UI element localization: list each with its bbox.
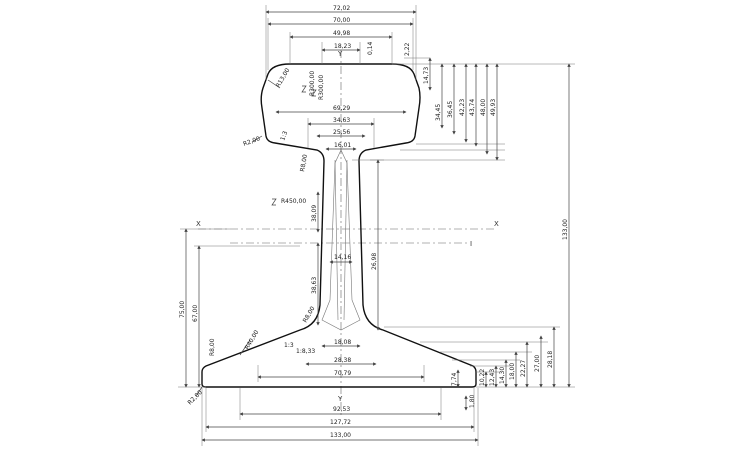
dim-10-22: 10,22	[479, 369, 486, 386]
callout-slope-head: 1:3	[279, 130, 289, 142]
dim-43-74: 43,74	[469, 99, 476, 116]
callout-slope-foot-b: 1:8,33	[296, 348, 315, 355]
dim-18-00: 18,00	[509, 363, 516, 380]
dim-0-14: 0,14	[367, 41, 374, 55]
callout-r2-head: R2,00	[242, 135, 261, 148]
dim-14-73: 14,73	[423, 67, 430, 84]
dim-133-00: 133,00	[562, 219, 569, 240]
dim-75-00: 75,00	[179, 301, 186, 318]
dim-14-30: 14,30	[499, 367, 506, 384]
callout-r2-foot: R2,00	[186, 389, 203, 406]
axis-label-y-bottom: Y	[337, 395, 343, 403]
dim-70-79: 70,79	[334, 370, 351, 377]
dim-25-56: 25,56	[333, 129, 350, 136]
rail-profile-path	[201, 63, 477, 388]
dim-42-23: 42,23	[459, 99, 466, 116]
web-inner-contour	[321, 149, 361, 331]
dim-69-29: 69,29	[333, 105, 350, 112]
foot-height-dimensions: 7,74 1,80 10,22 12,43 14,30 18,00 22,27 …	[384, 326, 560, 411]
dim-27-00: 27,00	[534, 355, 541, 372]
dim-14-16: 14,16	[334, 254, 351, 261]
axis-label-i: I	[470, 240, 472, 248]
top-width-dimensions: 72,02 70,00 49,98 18,23 0,14 2,22	[265, 5, 430, 80]
dim-1-80: 1,80	[469, 394, 476, 408]
dim-16-01: 16,01	[334, 142, 351, 149]
dim-28-38: 28,38	[334, 357, 351, 364]
dim-28-18: 28,18	[547, 351, 554, 368]
head-callouts: R13,00 R300,00 R300,00	[267, 67, 325, 100]
head-fillet-callouts: R2,00 1:3 R8,00	[242, 130, 309, 172]
right-height-dimensions: 14,73 34,45 36,45 42,23 43,74 48,00 49,9…	[370, 57, 575, 388]
callout-r300-b: R300,00	[318, 75, 325, 100]
dim-18-23: 18,23	[334, 43, 351, 50]
foot-dimensions: 1:3 1:8,33 18,08 28,38 70,79 R2,00	[186, 339, 425, 406]
dim-12-43: 12,43	[489, 369, 496, 386]
callout-r8-head: R8,00	[299, 154, 309, 173]
callout-r8-left: R8,00	[209, 338, 216, 356]
head-width-dimensions: 69,29 34,63 25,56 16,01	[275, 105, 407, 151]
axis-label-y-top: Y	[337, 50, 343, 58]
dim-49-93: 49,93	[490, 99, 497, 116]
web-center-thin	[334, 159, 339, 321]
bottom-width-dimensions: 92,53 127,72 133,00	[201, 388, 479, 446]
web-center-thin-b	[343, 159, 348, 321]
dim-38-63: 38,63	[311, 277, 318, 294]
dim-70-00: 70,00	[333, 17, 350, 24]
dim-36-45: 36,45	[447, 101, 454, 118]
dim-26-98: 26,98	[371, 253, 378, 270]
dim-48-00: 48,00	[480, 99, 487, 116]
dim-133-00-bottom: 133,00	[330, 432, 351, 439]
callout-r450: R450,00	[281, 198, 306, 205]
callout-slope-foot-a: 1:3	[284, 342, 294, 349]
callout-r13: R13,00	[275, 67, 292, 89]
dim-22-27: 22,27	[520, 360, 527, 377]
callout-r300-a: R300,00	[309, 71, 316, 96]
axis-label-x-right: X	[494, 220, 499, 228]
left-height-dimensions: 75,00 67,00 R8,00 R40,00	[178, 228, 300, 388]
dim-2-22: 2,22	[404, 42, 411, 56]
rail-outline	[201, 63, 477, 388]
dim-34-45: 34,45	[435, 104, 442, 121]
dim-7-74: 7,74	[451, 372, 458, 386]
dim-18-08: 18,08	[334, 339, 351, 346]
dim-49-98: 49,98	[333, 30, 350, 37]
dim-92-53: 92,53	[333, 406, 350, 413]
axis-label-x-left: X	[196, 220, 201, 228]
dim-38-09: 38,09	[311, 205, 318, 222]
dim-67-00: 67,00	[192, 305, 199, 322]
dim-127-72: 127,72	[330, 419, 351, 426]
dim-34-63: 34,63	[333, 117, 350, 124]
dim-72-02: 72,02	[333, 5, 350, 12]
